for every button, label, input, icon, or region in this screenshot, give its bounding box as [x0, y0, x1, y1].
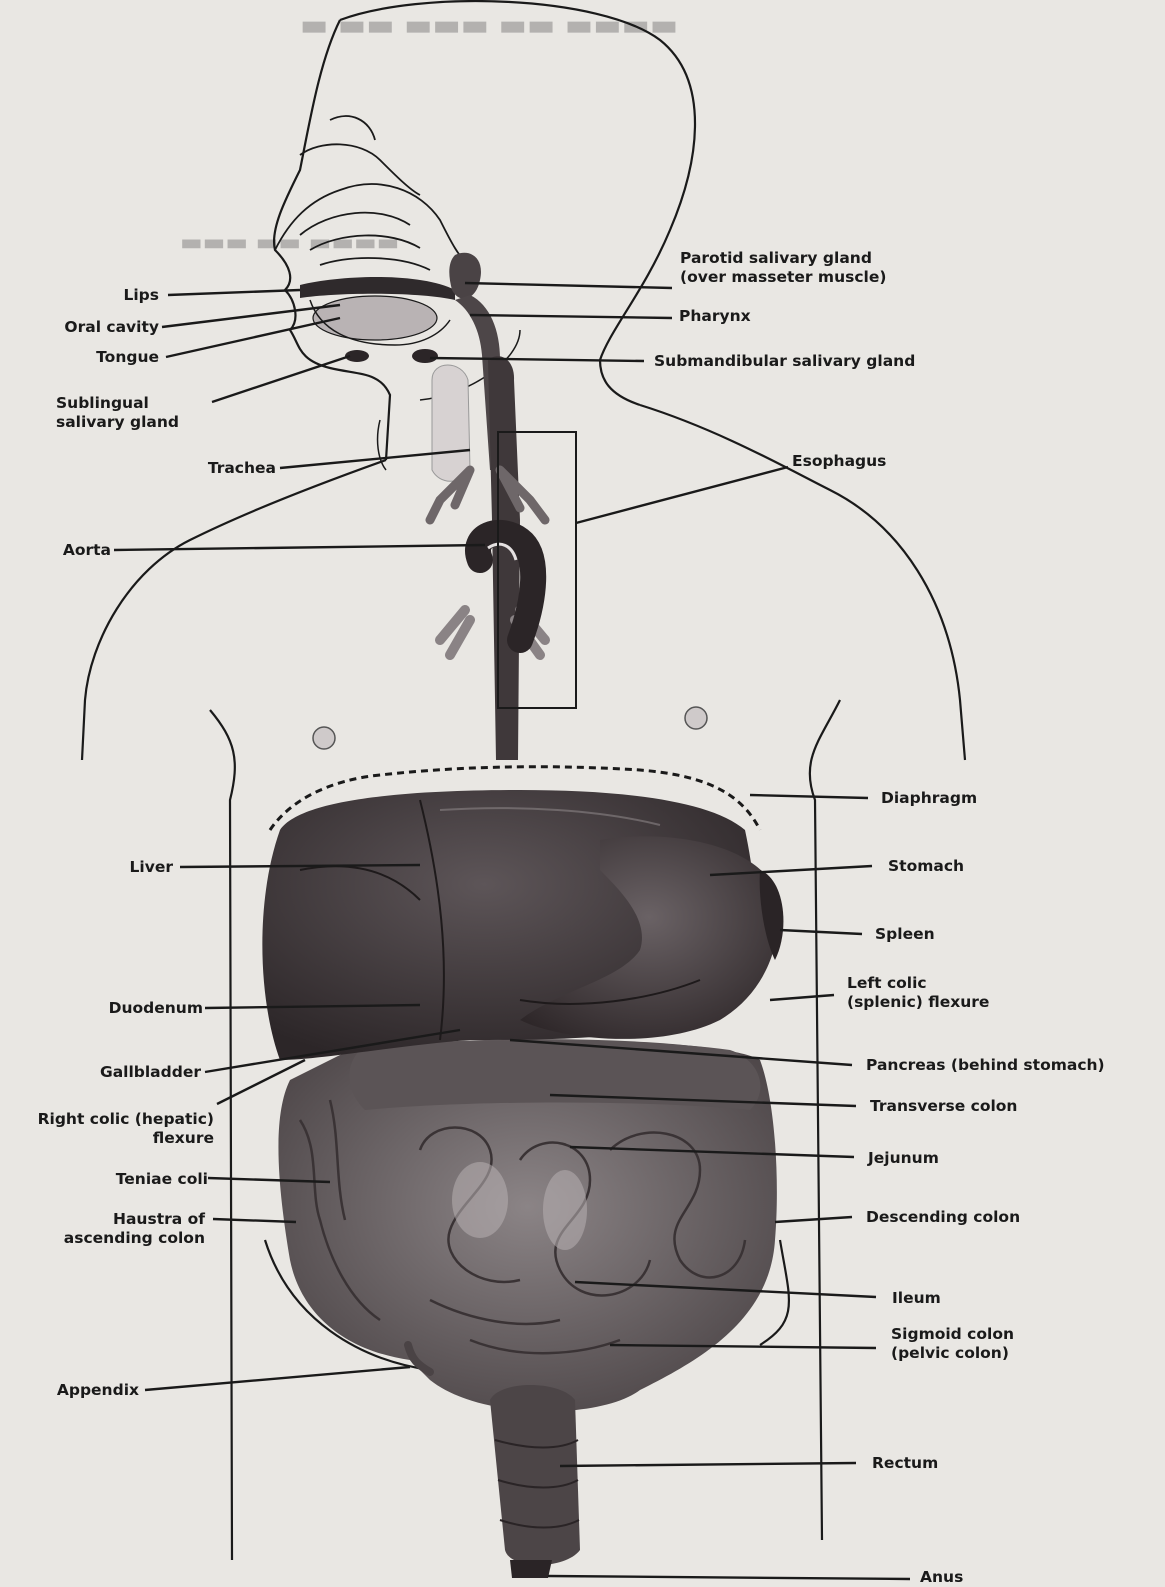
label-spleen: Spleen [875, 925, 935, 944]
label-trachea: Trachea [208, 459, 276, 478]
label-transverse-colon: Transverse colon [870, 1097, 1017, 1116]
rectum-anus [490, 1385, 580, 1578]
parotid-gland-shape [449, 253, 481, 299]
upper-abdominal-organs [262, 790, 783, 1060]
label-teniae-coli: Teniae coli [116, 1170, 208, 1189]
label-lips: Lips [123, 286, 159, 305]
label-tongue: Tongue [96, 348, 159, 367]
mouth-region [300, 253, 481, 363]
label-esophagus: Esophagus [792, 452, 886, 471]
throat-structures [430, 295, 576, 760]
label-jejunum: Jejunum [868, 1149, 939, 1168]
label-stomach: Stomach [888, 857, 964, 876]
label-pharynx: Pharynx [679, 307, 751, 326]
label-rectum: Rectum [872, 1454, 938, 1473]
label-aorta: Aorta [63, 541, 111, 560]
submandibular-gland-shape [412, 349, 438, 363]
label-descending-colon: Descending colon [866, 1208, 1020, 1227]
label-gallbladder: Gallbladder [100, 1063, 201, 1082]
label-liver: Liver [130, 858, 173, 877]
label-ileum: Ileum [892, 1289, 941, 1308]
label-right-colic-flexure: Right colic (hepatic) flexure [38, 1110, 214, 1148]
label-left-colic-flexure: Left colic (splenic) flexure [847, 974, 989, 1012]
label-duodenum: Duodenum [109, 999, 203, 1018]
label-sublingual-gland: Sublingual salivary gland [56, 394, 179, 432]
label-haustra: Haustra of ascending colon [64, 1210, 205, 1248]
label-oral-cavity: Oral cavity [64, 318, 159, 337]
label-sigmoid-colon: Sigmoid colon (pelvic colon) [891, 1325, 1014, 1363]
label-appendix: Appendix [57, 1381, 139, 1400]
nasal-cavity [275, 116, 470, 270]
label-pancreas: Pancreas (behind stomach) [866, 1056, 1105, 1075]
intestines [278, 1039, 776, 1411]
label-submandibular-gland: Submandibular salivary gland [654, 352, 915, 371]
label-diaphragm: Diaphragm [881, 789, 977, 808]
label-anus: Anus [920, 1568, 963, 1587]
label-parotid-gland: Parotid salivary gland (over masseter mu… [680, 249, 886, 287]
